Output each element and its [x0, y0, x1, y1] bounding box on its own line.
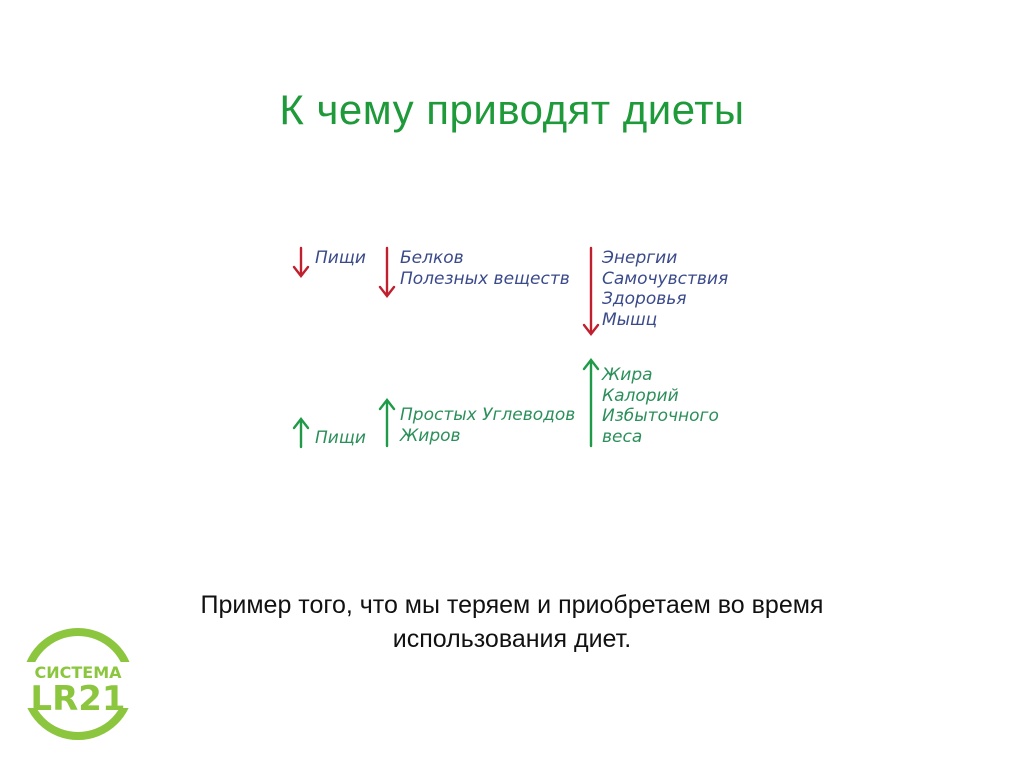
arrow-up-fat [582, 358, 600, 448]
loss-group-wellbeing: Энергии Самочувствия Здоровья Мышц [602, 248, 728, 330]
slide-caption: Пример того, что мы теряем и приобретаем… [0, 588, 1024, 656]
gain-item: веса [602, 426, 643, 447]
gain-item: Простых Углеводов [400, 405, 576, 425]
loss-item: Самочувствия [602, 268, 729, 289]
loss-item: Пищи [315, 248, 366, 268]
loss-item: Белков [400, 248, 464, 268]
gain-item: Жиров [400, 425, 461, 446]
loss-item: Мышц [602, 309, 658, 330]
arrow-up-carbs [378, 398, 396, 448]
loss-item: Энергии [602, 248, 678, 268]
gain-item: Жира [602, 365, 653, 385]
loss-item: Здоровья [602, 289, 687, 309]
loss-group-food: Пищи [315, 248, 366, 269]
slide-title: К чему приводят диеты [279, 86, 745, 133]
gain-item: Калорий [602, 385, 679, 406]
gain-group-weight: Жира Калорий Избыточного веса [602, 365, 719, 447]
gain-item: Избыточного [602, 406, 719, 426]
loss-item: Полезных веществ [400, 268, 570, 289]
lr21-logo: СИСТЕМА LR21 [20, 628, 136, 740]
gain-group-carbs: Простых Углеводов Жиров [400, 405, 575, 446]
arrow-down-proteins [378, 246, 396, 298]
gain-item: Пищи [315, 428, 366, 448]
logo-top-text: СИСТЕМА [34, 663, 122, 682]
arrow-up-food [292, 417, 310, 449]
caption-line-2: использования диет. [392, 625, 632, 653]
loss-group-nutrients: Белков Полезных веществ [400, 248, 570, 289]
logo-bottom-text: LR21 [30, 679, 125, 719]
caption-line-1: Пример того, что мы теряем и приобретаем… [200, 591, 824, 619]
gain-group-food: Пищи [315, 428, 366, 449]
arrow-down-food [292, 246, 310, 278]
arrow-down-energy [582, 246, 600, 336]
